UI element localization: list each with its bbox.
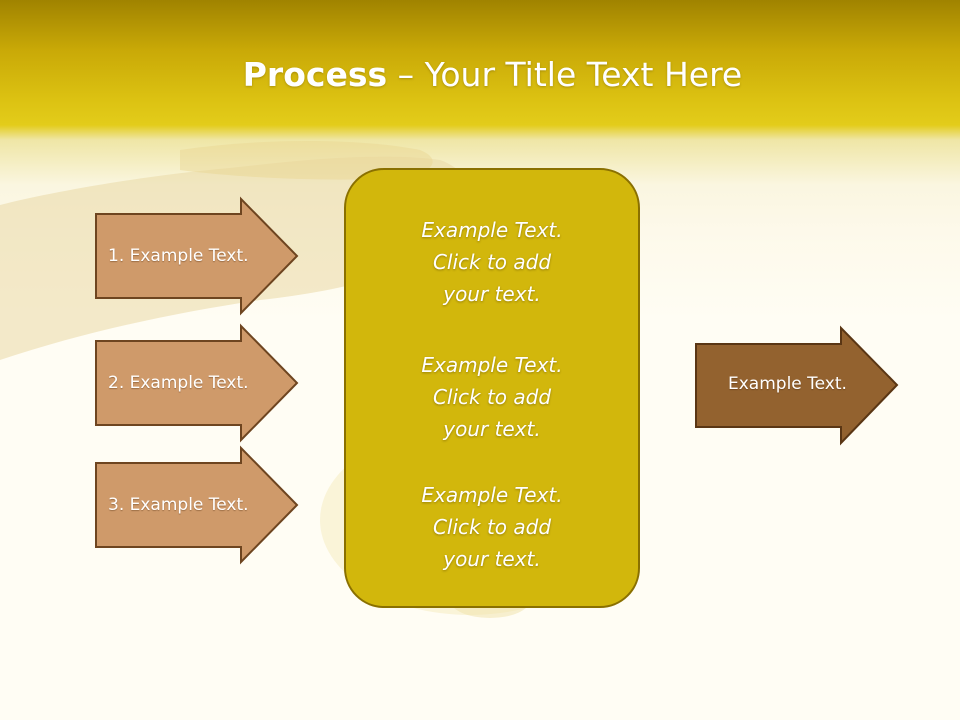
output-arrow-label: Example Text. (728, 374, 847, 394)
input-arrow-3-shape (95, 445, 299, 565)
title-rest: – Your Title Text Here (387, 55, 743, 94)
input-arrow-2: 2. Example Text. (95, 323, 299, 443)
title-bold: Process (242, 55, 388, 94)
input-arrow-1-shape (95, 196, 299, 316)
input-arrow-3-label: 3. Example Text. (108, 495, 249, 515)
input-arrow-2-label: 2. Example Text. (108, 373, 249, 393)
process-box: Example Text. Click to add your text. Ex… (344, 168, 640, 608)
output-arrow: Example Text. (695, 325, 899, 446)
process-box-item-1: Example Text. Click to add your text. (421, 218, 563, 306)
slide-title: Process – Your Title Text Here (0, 50, 960, 100)
input-arrow-2-shape (95, 323, 299, 443)
input-arrow-3: 3. Example Text. (95, 445, 299, 565)
input-arrow-1-label: 1. Example Text. (108, 246, 249, 266)
process-box-item-3: Example Text. Click to add your text. (421, 483, 563, 571)
output-arrow-shape (695, 325, 899, 446)
input-arrow-1: 1. Example Text. (95, 196, 299, 316)
process-box-item-2: Example Text. Click to add your text. (421, 353, 563, 441)
